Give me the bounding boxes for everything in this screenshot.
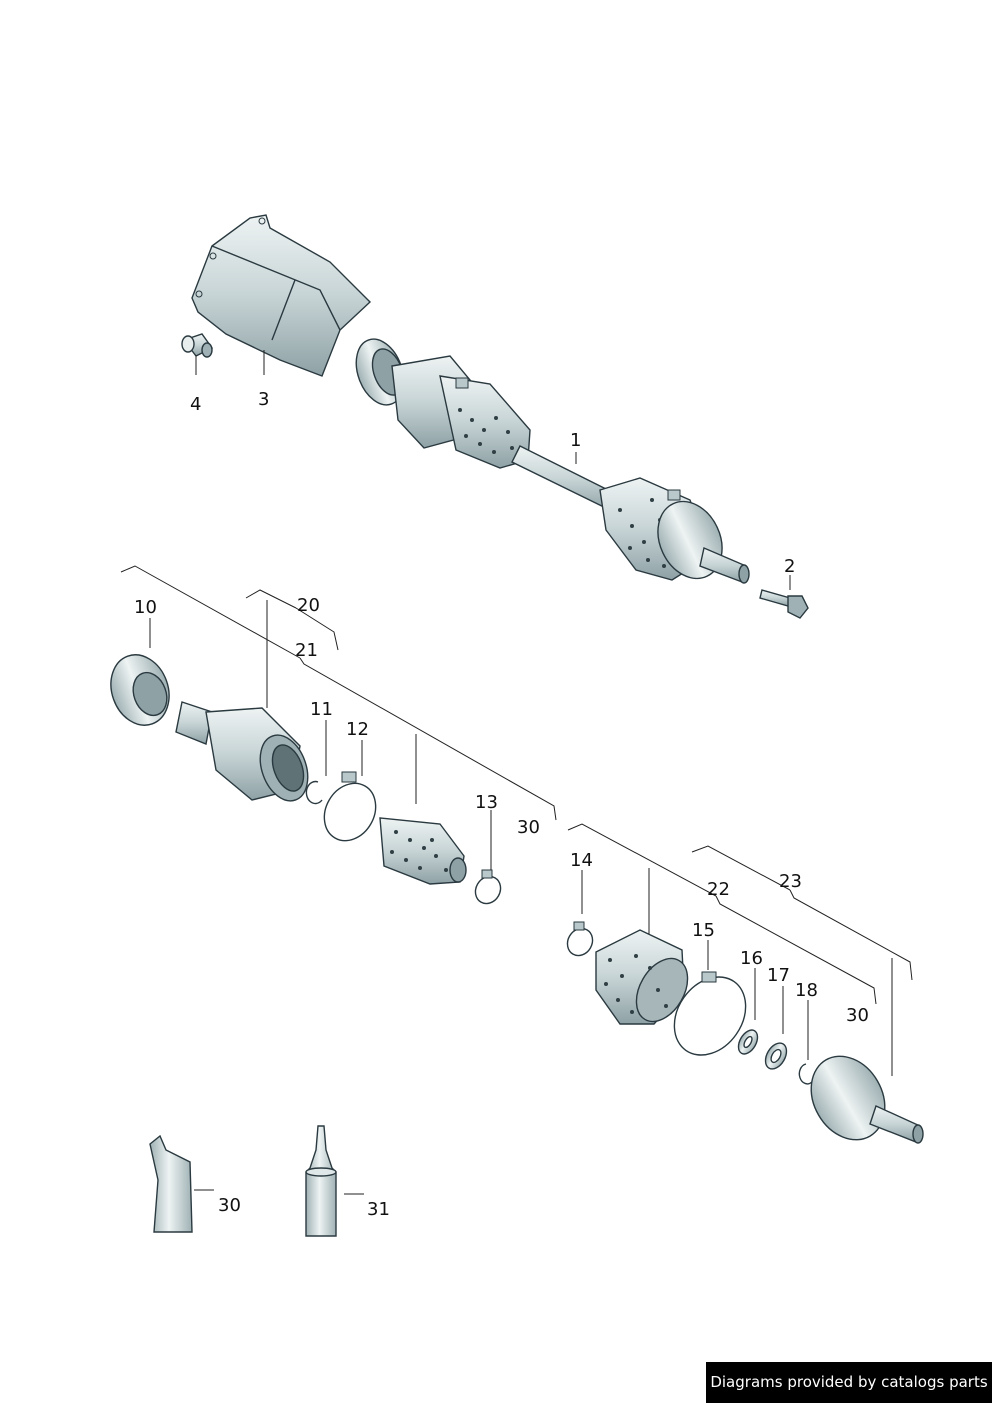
- callout-13: 13: [475, 792, 498, 813]
- drive-shaft-part-1: [355, 338, 750, 584]
- sleeve-part-4: [181, 333, 214, 358]
- callout-30b: 30: [846, 1005, 869, 1026]
- bolt-part-2: [759, 589, 809, 619]
- callout-16: 16: [740, 948, 763, 969]
- callout-4: 4: [190, 394, 201, 415]
- callout-20: 20: [297, 595, 320, 616]
- circlip-part-18: [798, 1063, 813, 1085]
- inner-joint-part-21: [175, 701, 309, 802]
- credit-banner: Diagrams provided by catalogs parts: [706, 1362, 992, 1403]
- callout-1: 1: [570, 430, 581, 451]
- large-clamp-part-15: [673, 971, 747, 1056]
- leader-lines: [120, 350, 913, 1195]
- washer-part-17: [764, 1042, 788, 1070]
- grease-tube-part-30: [149, 1134, 193, 1233]
- callout-14: 14: [570, 850, 593, 871]
- circlip-part-11: [305, 780, 323, 805]
- clamp-part-12: [323, 771, 377, 842]
- callout-17: 17: [767, 965, 790, 986]
- outer-boot-part-22: [595, 929, 689, 1025]
- callout-11: 11: [310, 699, 333, 720]
- callout-10: 10: [134, 597, 157, 618]
- callout-30c: 30: [218, 1195, 241, 1216]
- small-clamp-part-13: [474, 869, 502, 905]
- callout-23: 23: [779, 871, 802, 892]
- callout-21: 21: [295, 640, 318, 661]
- callout-12: 12: [346, 719, 369, 740]
- heat-shield-part-3: [191, 214, 372, 377]
- outer-joint-part-23: [810, 1055, 924, 1144]
- bottle-part-31: [305, 1125, 337, 1237]
- callout-18: 18: [795, 980, 818, 1001]
- callout-22: 22: [707, 879, 730, 900]
- washer-part-16: [737, 1029, 759, 1055]
- callout-2: 2: [784, 556, 795, 577]
- inner-boot-part-20: [379, 817, 467, 885]
- callout-labels: 1 2 3 4 10 20 21 11 12 13 30 14 22 23 15…: [134, 389, 869, 1220]
- small-clamp-part-14: [566, 921, 594, 957]
- callout-3: 3: [258, 389, 269, 410]
- bearing-ring-part-10: [110, 654, 170, 726]
- callout-15: 15: [692, 920, 715, 941]
- callout-31: 31: [367, 1199, 390, 1220]
- callout-30a: 30: [517, 817, 540, 838]
